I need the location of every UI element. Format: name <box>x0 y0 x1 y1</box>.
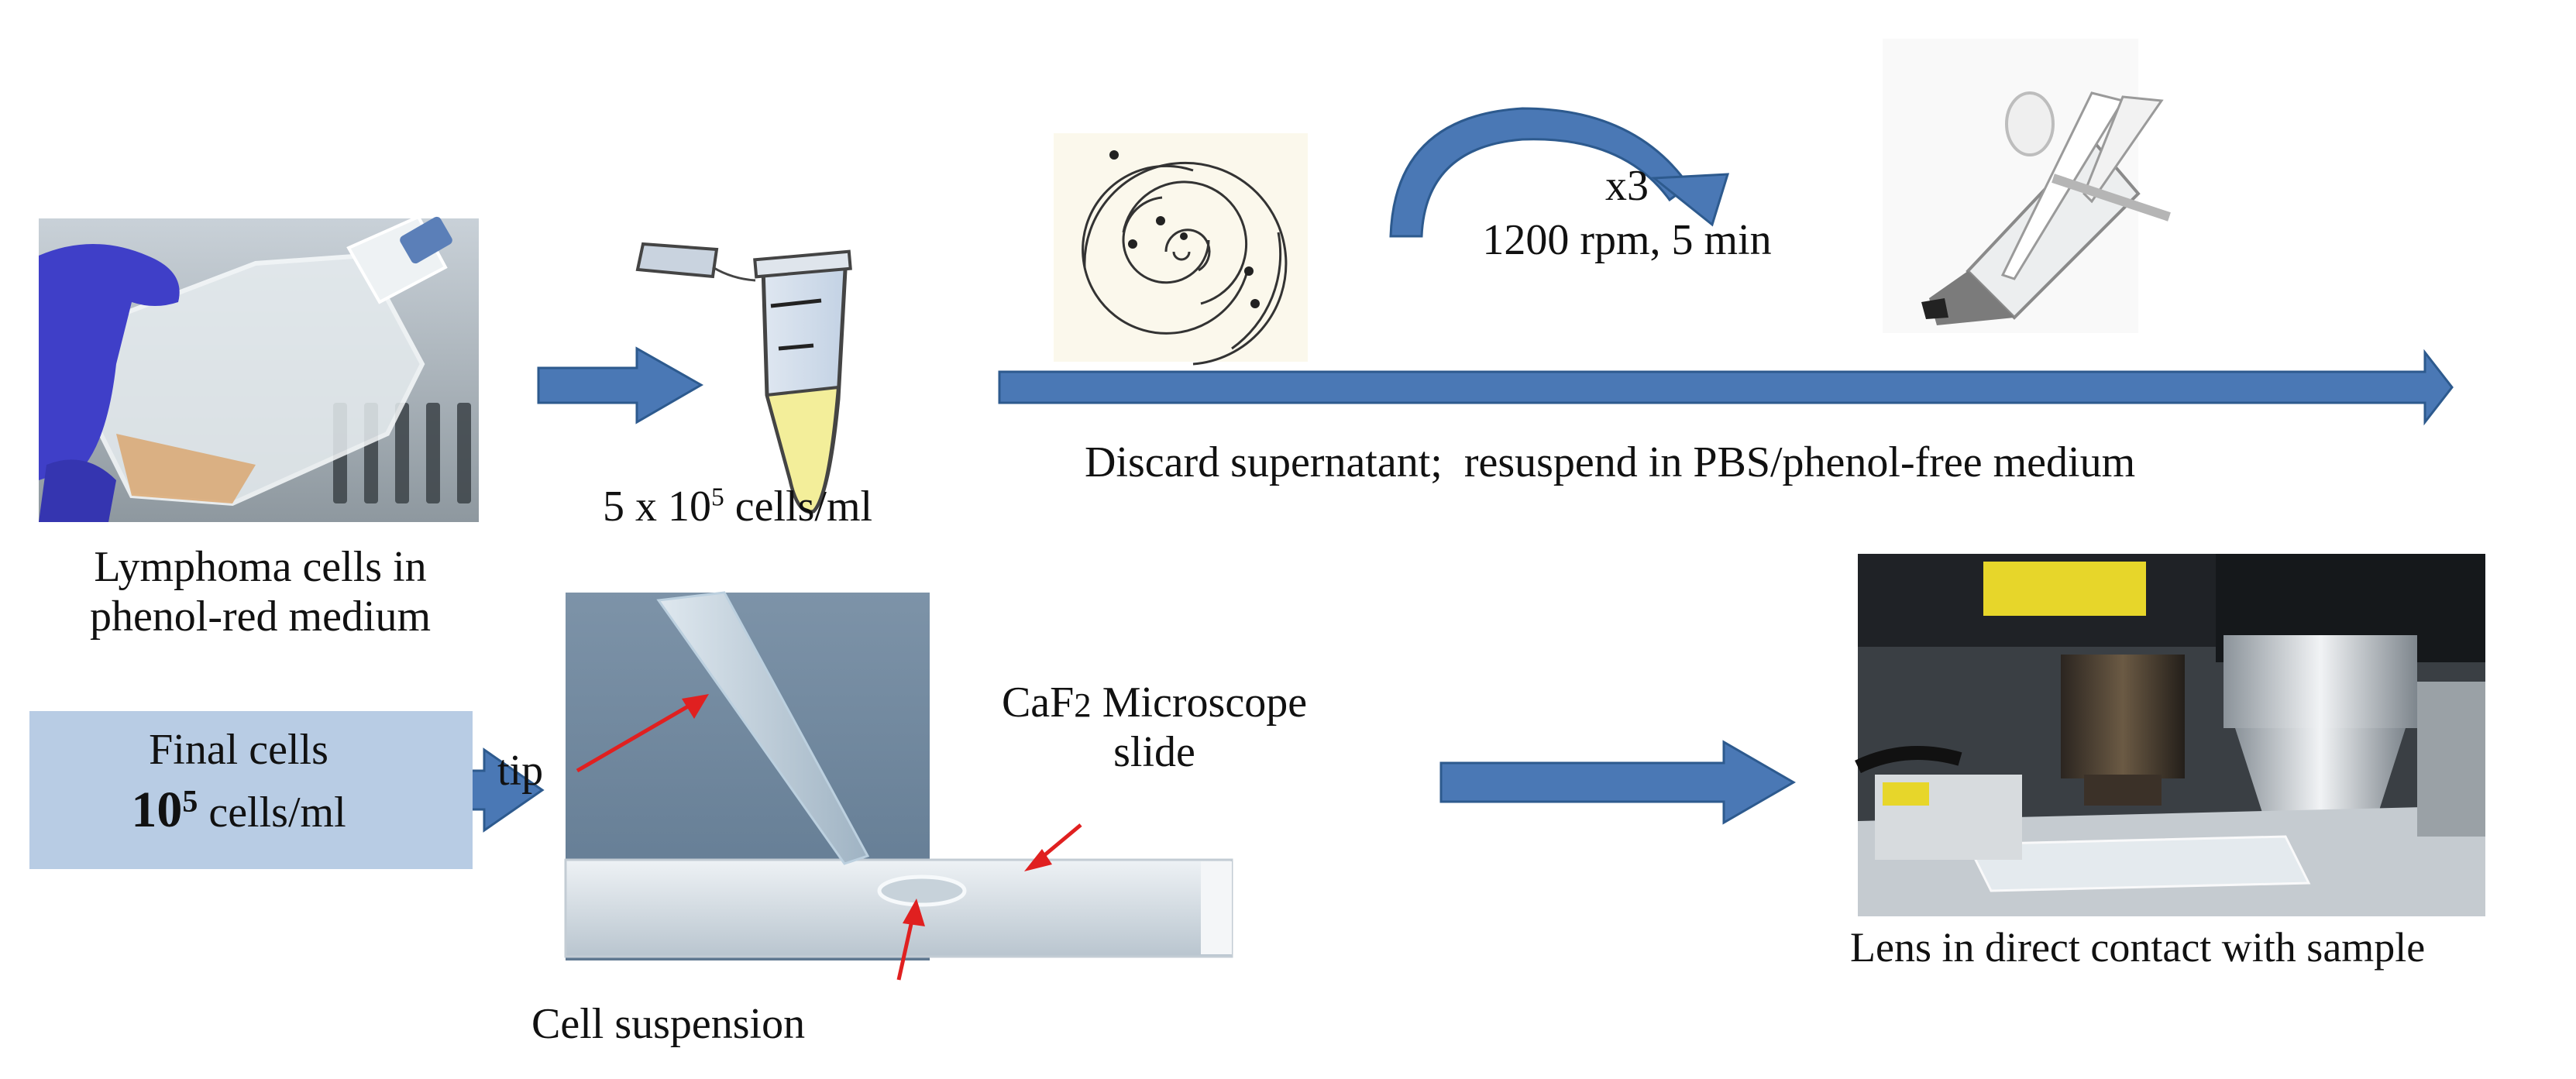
flask-caption-line1: Lymphoma cells in <box>94 543 427 591</box>
flask-caption-line2: phenol-red medium <box>89 593 432 641</box>
tube-concentration-prefix: 5 x 10 <box>603 483 711 531</box>
slide-label-suffix: Microscope <box>1091 679 1308 727</box>
final-cells-box: Final cells 105 cells/ml <box>29 711 473 869</box>
arrow-flask-to-tube <box>537 346 704 424</box>
final-cells-concentration: 105 cells/ml <box>29 781 448 840</box>
final-conc-base: 10 <box>131 782 183 838</box>
microscope-photo <box>1855 554 2485 916</box>
microscope-caption: Lens in direct contact with sample <box>1850 924 2426 971</box>
flask-photo <box>39 215 479 522</box>
tube-concentration-suffix: cells/ml <box>724 483 873 531</box>
slide-label: CaF2 Microscope slide <box>930 678 1379 777</box>
pointer-arrows <box>576 694 1082 981</box>
slide-label-prefix: CaF <box>1001 679 1075 727</box>
tube-concentration: 5 x 105 cells/ml <box>603 482 872 531</box>
eppendorf-tube-icon <box>635 242 852 514</box>
slide-label-sub: 2 <box>1074 686 1092 724</box>
arrow-slide-to-microscope <box>1439 740 1796 825</box>
centrifuge-spiral-icon <box>1054 133 1308 366</box>
arrow-long-wash <box>998 349 2454 426</box>
repeat-label: x3 <box>1605 162 1649 210</box>
tube-concentration-exp: 5 <box>711 483 724 512</box>
pipette-tip-photo <box>564 591 1233 960</box>
wash-caption: Discard supernatant; resuspend in PBS/ph… <box>1085 438 2136 486</box>
pipette-supernatant-icon <box>1883 39 2171 333</box>
centrifuge-settings: 1200 rpm, 5 min <box>1482 216 1772 264</box>
final-conc-exp: 5 <box>182 783 198 819</box>
slide-label-line2: slide <box>1113 728 1195 776</box>
flask-caption: Lymphoma cells in phenol-red medium <box>36 542 485 641</box>
cell-suspension-label: Cell suspension <box>531 1000 806 1048</box>
final-cells-title: Final cells <box>149 726 328 774</box>
final-conc-suffix: cells/ml <box>198 789 346 837</box>
repeat-curved-arrow <box>1389 107 1730 238</box>
tip-label: tip <box>497 747 544 795</box>
